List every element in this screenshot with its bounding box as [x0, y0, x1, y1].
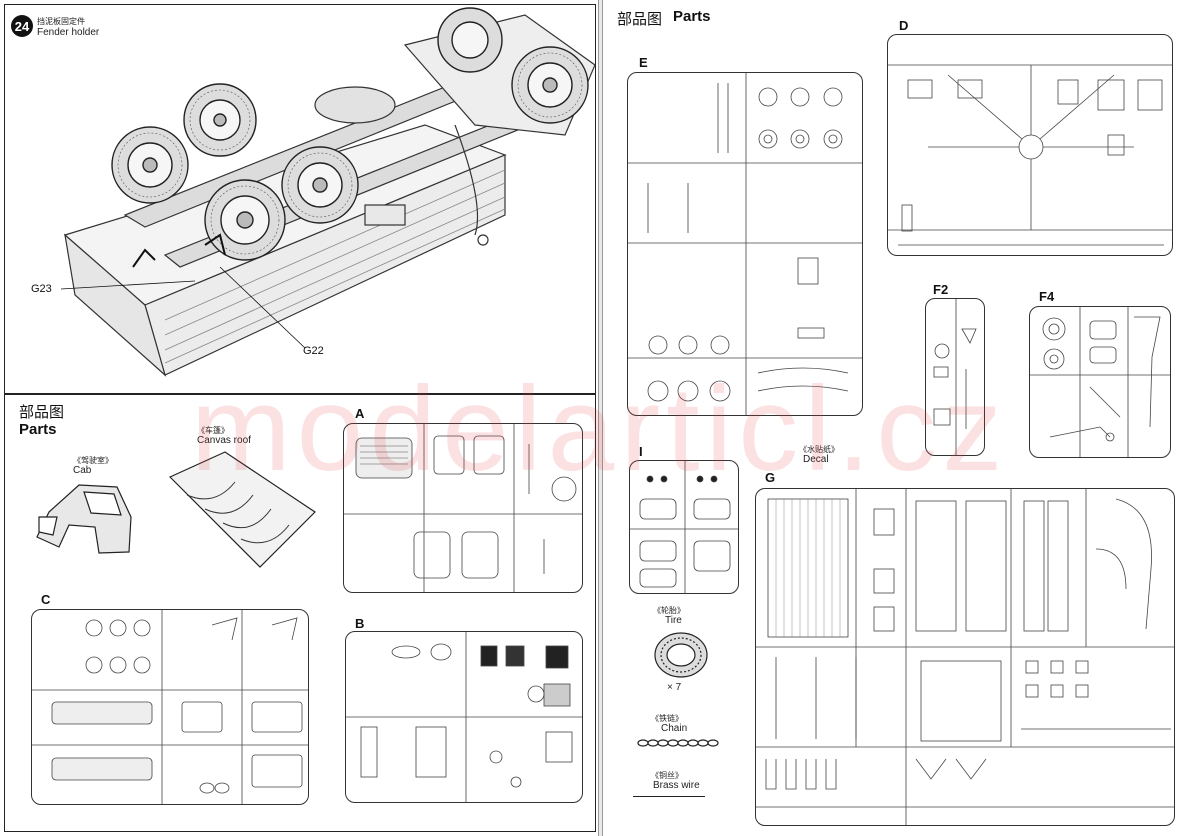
- step-title-en: Fender holder: [37, 27, 100, 38]
- tire-quantity: × 7: [667, 682, 682, 693]
- parts-heading-cn: 部品图: [19, 403, 65, 421]
- tire-label-cn: 《轮胎》: [653, 606, 685, 615]
- cab-label-en: Cab: [73, 465, 92, 476]
- sprue-c-label: C: [41, 592, 51, 607]
- sprue-b: [345, 631, 583, 803]
- parts-heading-en: Parts: [19, 421, 57, 438]
- parts-heading-cn-right: 部品图: [617, 10, 663, 28]
- sprue-g: [755, 488, 1175, 826]
- step-24-panel: 24 挡泥板固定件 Fender holder: [4, 4, 596, 394]
- brass-wire-label-cn: 《铜丝》: [651, 771, 683, 780]
- parts-heading-en-right: Parts: [673, 8, 711, 25]
- chain-label-en: Chain: [661, 723, 688, 734]
- decal-label-en: Decal: [803, 454, 829, 465]
- sprue-i: [629, 460, 739, 594]
- sprue-f4-label: F4: [1039, 289, 1055, 304]
- canvas-roof-label-cn: 《车篷》: [197, 426, 229, 435]
- page-gutter: [598, 0, 603, 836]
- brass-wire-label-en: Brass wire: [653, 780, 700, 791]
- left-page: 24 挡泥板固定件 Fender holder: [0, 0, 598, 836]
- sprue-f4: [1029, 306, 1171, 458]
- sprue-a-label: A: [355, 406, 365, 421]
- callout-g22: G22: [303, 345, 324, 357]
- canvas-roof-illustration: [168, 451, 316, 568]
- right-page: 部品图 Parts E: [603, 0, 1199, 836]
- cab-label-cn: 《驾驶室》: [73, 456, 113, 465]
- chain-label-cn: 《铁链》: [651, 714, 683, 723]
- tire-illustration: [654, 632, 708, 678]
- sprue-c: [31, 609, 309, 805]
- parts-panel-left: 部品图 Parts 《驾驶室》 Cab 《车篷》 Canvas roof: [4, 394, 596, 832]
- sprue-e-label: E: [639, 55, 648, 70]
- sprue-f2: [925, 298, 985, 456]
- canvas-roof-label-en: Canvas roof: [197, 435, 251, 446]
- sprue-d: [887, 34, 1173, 256]
- truck-underside-illustration: [60, 7, 596, 377]
- step-title-cn: 挡泥板固定件: [37, 17, 85, 26]
- callout-g23: G23: [31, 283, 52, 295]
- tire-label-en: Tire: [665, 615, 682, 626]
- step-number-badge: 24: [11, 15, 33, 37]
- sprue-a: [343, 423, 583, 593]
- cab-illustration: [36, 484, 132, 554]
- decal-label-cn: 《水贴纸》: [799, 445, 839, 454]
- sprue-d-label: D: [899, 18, 909, 33]
- chain-illustration: [637, 739, 719, 747]
- sprue-f2-label: F2: [933, 282, 949, 297]
- sprue-b-label: B: [355, 616, 365, 631]
- sprue-i-label: I: [639, 444, 643, 459]
- sprue-g-label: G: [765, 470, 776, 485]
- brass-wire-illustration: [633, 796, 705, 797]
- sprue-e: [627, 72, 863, 416]
